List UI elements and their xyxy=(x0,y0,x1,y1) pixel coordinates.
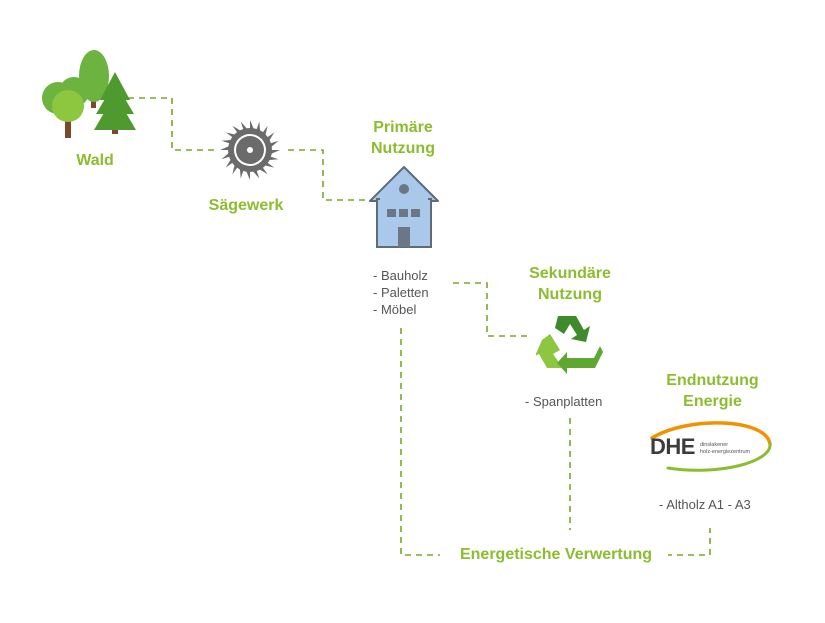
list-item: - Paletten xyxy=(373,285,429,300)
logo-subtext: dinslakener holz-energiezentrum xyxy=(700,442,750,456)
logo-subtext-line1: dinslakener xyxy=(700,442,729,448)
saw-tooth xyxy=(221,139,232,144)
saw-blade-icon xyxy=(220,120,280,180)
connector-end-energetisch xyxy=(666,528,711,556)
primaer-items: - Bauholz - Paletten - Möbel xyxy=(373,267,429,318)
sekundaer-label-line2: Nutzung xyxy=(538,286,602,303)
end-label: Endnutzung Energie xyxy=(650,370,775,412)
saw-tooth xyxy=(268,156,279,161)
end-label-line1: Endnutzung xyxy=(666,372,759,389)
connector-wald-saegewerk xyxy=(128,97,216,151)
sekundaer-label-line1: Sekundäre xyxy=(529,265,611,282)
saw-tooth xyxy=(252,169,260,179)
list-item: - Spanplatten xyxy=(525,394,603,409)
connector-primaer-sekundaer xyxy=(453,282,528,337)
end-label-line2: Energie xyxy=(683,393,742,410)
logo-text: DHE xyxy=(650,434,695,459)
saw-tooth xyxy=(240,121,248,131)
sekundaer-label: Sekundäre Nutzung xyxy=(520,263,620,305)
saw-tooth xyxy=(246,170,250,180)
saw-tooth xyxy=(256,121,261,132)
saw-tooth xyxy=(270,150,280,154)
list-item: - Möbel xyxy=(373,302,417,317)
dhe-logo: DHE dinslakener holz-energiezentrum xyxy=(648,420,774,480)
connector-primaer-energetisch xyxy=(400,328,440,556)
saw-tooth xyxy=(269,140,279,148)
list-item: - Bauholz xyxy=(373,268,428,283)
recycle-icon xyxy=(536,316,603,374)
list-item: - Altholz A1 - A3 xyxy=(659,497,751,512)
forest-icon xyxy=(42,50,136,138)
logo-swoosh xyxy=(650,421,772,472)
sekundaer-items: - Spanplatten xyxy=(525,393,602,410)
logo-subtext-line2: holz-energiezentrum xyxy=(700,449,751,455)
connector-saegewerk-primaer xyxy=(288,149,366,201)
saw-tooth xyxy=(220,146,230,150)
primaer-label-line2: Nutzung xyxy=(371,140,435,157)
energetisch-label: Energetische Verwertung xyxy=(444,544,668,565)
wald-label: Wald xyxy=(76,152,114,169)
end-items: - Altholz A1 - A3 xyxy=(659,496,751,513)
saw-tooth xyxy=(221,152,231,160)
saegewerk-label: Sägewerk xyxy=(208,197,284,214)
primaer-label-line1: Primäre xyxy=(373,119,433,136)
saw-tooth xyxy=(250,120,254,130)
saw-tooth xyxy=(239,168,244,179)
house-icon xyxy=(369,166,439,248)
primaer-label: Primäre Nutzung xyxy=(358,117,448,159)
